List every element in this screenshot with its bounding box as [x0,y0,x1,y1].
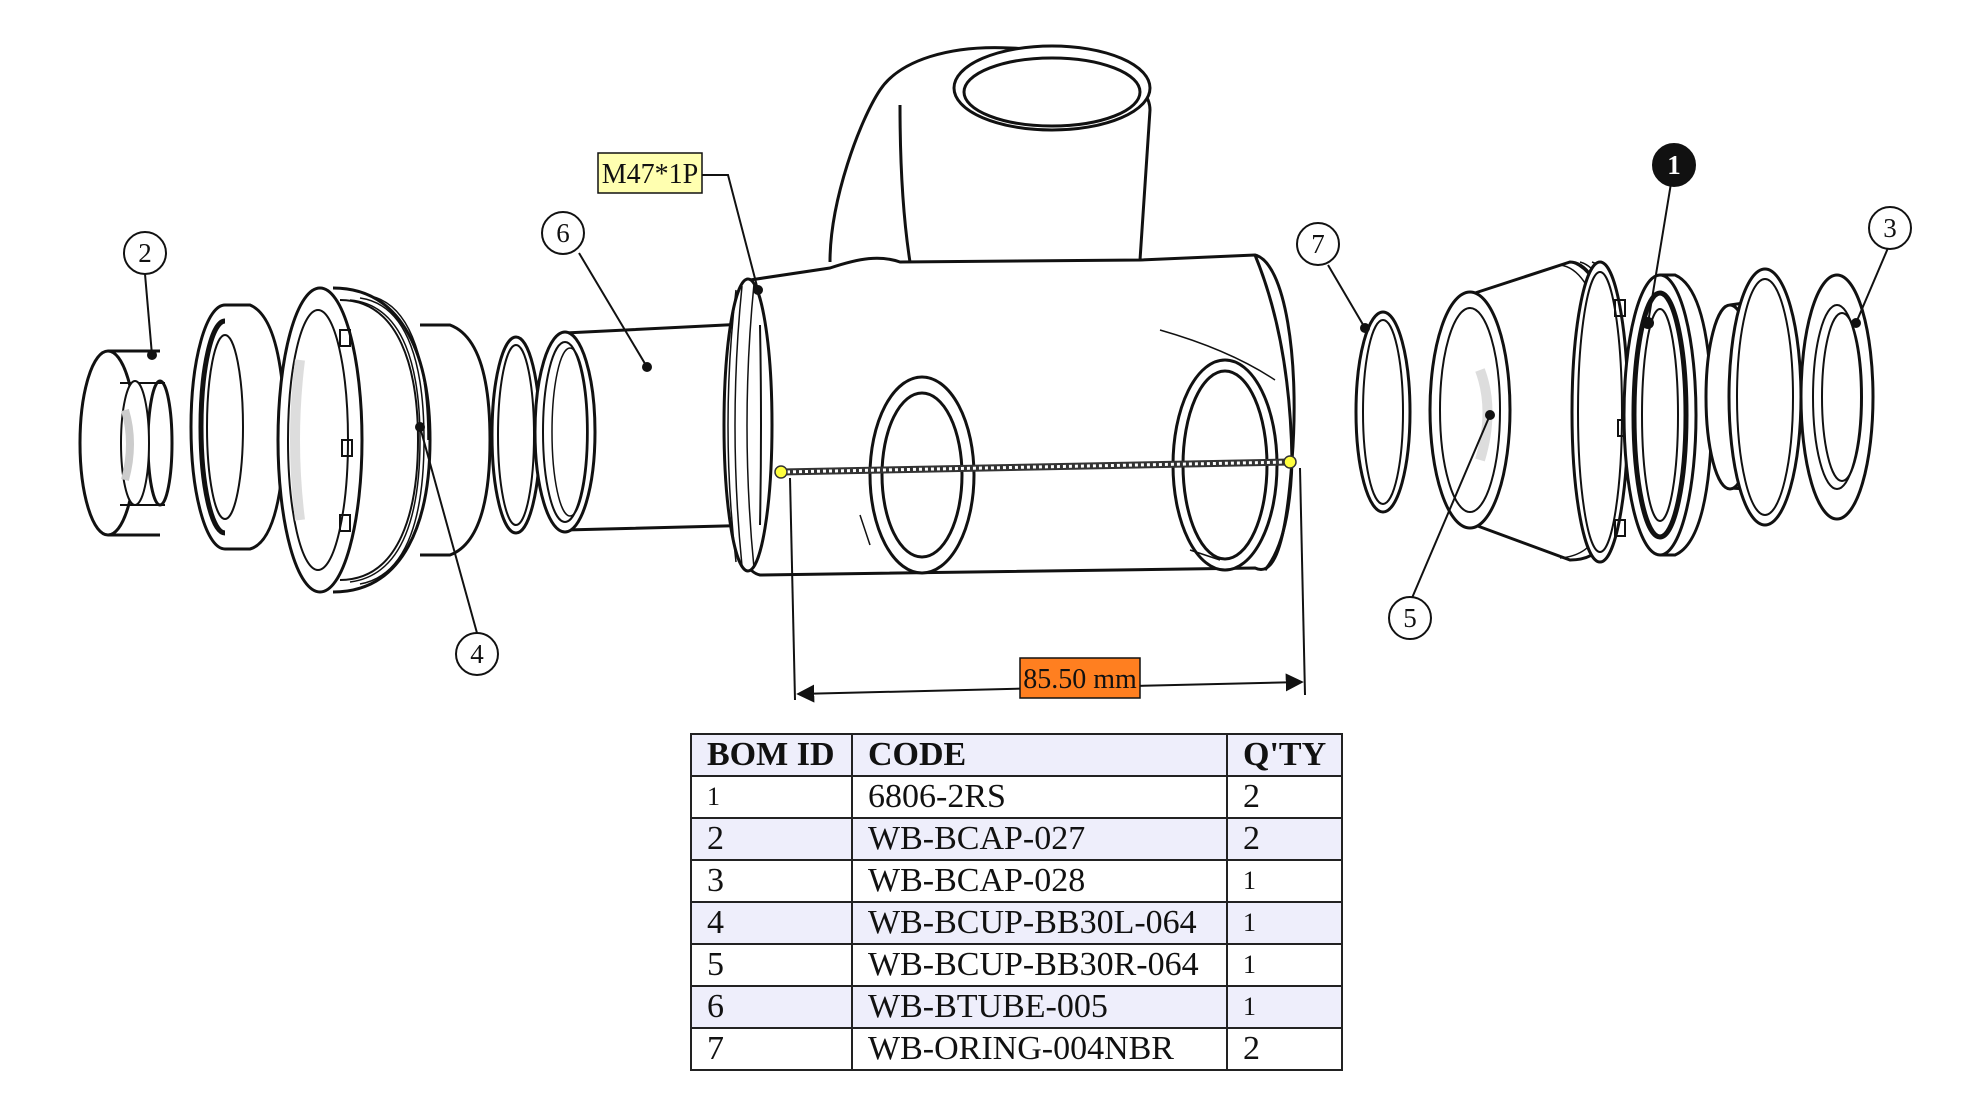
bom-cell-id: 5 [690,943,853,987]
bom-table: BOM ID CODE Q'TY 1 6806-2RS 2 2 WB-BCAP-… [690,733,1343,1071]
dimension-label: 85.50 mm [1023,664,1137,695]
bom-cell-code: WB-BTUBE-005 [851,985,1228,1029]
callout-3: 3 [1851,206,1912,328]
svg-text:7: 7 [1311,229,1325,259]
bom-cell-qty: 2 [1226,1027,1343,1071]
bom-cell-qty: 1 [1226,859,1343,903]
svg-text:4: 4 [470,639,484,669]
svg-text:3: 3 [1883,213,1897,243]
bom-cell-code: WB-ORING-004NBR [851,1027,1228,1071]
table-row: 2 WB-BCAP-027 2 [690,817,1343,861]
part-bearing-cap-right [1704,267,1875,527]
bom-cell-id: 2 [690,817,853,861]
callout-1: 1 [1642,143,1696,329]
callout-2: 2 [123,231,167,360]
callout-5: 5 [1388,410,1495,640]
bom-cell-code: WB-BCAP-027 [851,817,1228,861]
bom-cell-qty: 2 [1226,817,1343,861]
part-o-ring-left [490,335,542,535]
bom-header-id: BOM ID [690,733,853,777]
bom-cell-qty: 1 [1226,943,1343,987]
table-row: 6 WB-BTUBE-005 1 [690,985,1343,1029]
table-row: 5 WB-BCUP-BB30R-064 1 [690,943,1343,987]
callout-7: 7 [1296,222,1370,333]
part-bearing-cap-left [78,349,174,537]
bom-cell-id: 4 [690,901,853,945]
table-row: 7 WB-ORING-004NBR 2 [690,1027,1343,1071]
bom-cell-qty: 2 [1226,775,1343,819]
callout-4: 4 [415,422,499,676]
callout-6: 6 [541,211,652,372]
bom-header-qty: Q'TY [1226,733,1343,777]
svg-text:5: 5 [1403,603,1417,633]
bom-cell-code: WB-BCAP-028 [851,859,1228,903]
thread-label-box [597,152,703,194]
thread-leader-line [702,174,759,291]
bom-cell-code: WB-BCUP-BB30R-064 [851,943,1228,987]
part-bottom-bracket-cup-left [276,286,492,594]
dimension-extension-lines [789,467,1306,701]
table-row: 1 6806-2RS 2 [690,775,1343,819]
bom-cell-id: 7 [690,1027,853,1071]
bom-cell-id: 3 [690,859,853,903]
svg-text:2: 2 [138,238,152,268]
dimension-label-box [1019,657,1141,699]
thread-label: M47*1P [602,159,698,190]
svg-text:1: 1 [1667,150,1681,180]
bom-cell-qty: 1 [1226,985,1343,1029]
table-row: 3 WB-BCAP-028 1 [690,859,1343,903]
part-o-ring-right [1354,310,1412,514]
table-row: 4 WB-BCUP-BB30L-064 1 [690,901,1343,945]
part-bottom-bracket-cup-right [1428,260,1631,564]
part-bb-shell-frame [722,44,1296,577]
bom-cell-id: 1 [690,775,853,819]
bom-header-code: CODE [851,733,1228,777]
bom-cell-qty: 1 [1226,901,1343,945]
part-bearing-left [189,303,287,551]
measurement-line [774,455,1297,479]
bom-cell-code: 6806-2RS [851,775,1228,819]
bom-cell-code: WB-BCUP-BB30L-064 [851,901,1228,945]
part-bearing-right [1622,273,1714,557]
bom-cell-id: 6 [690,985,853,1029]
svg-text:6: 6 [556,218,570,248]
bom-header-row: BOM ID CODE Q'TY [690,733,1343,777]
